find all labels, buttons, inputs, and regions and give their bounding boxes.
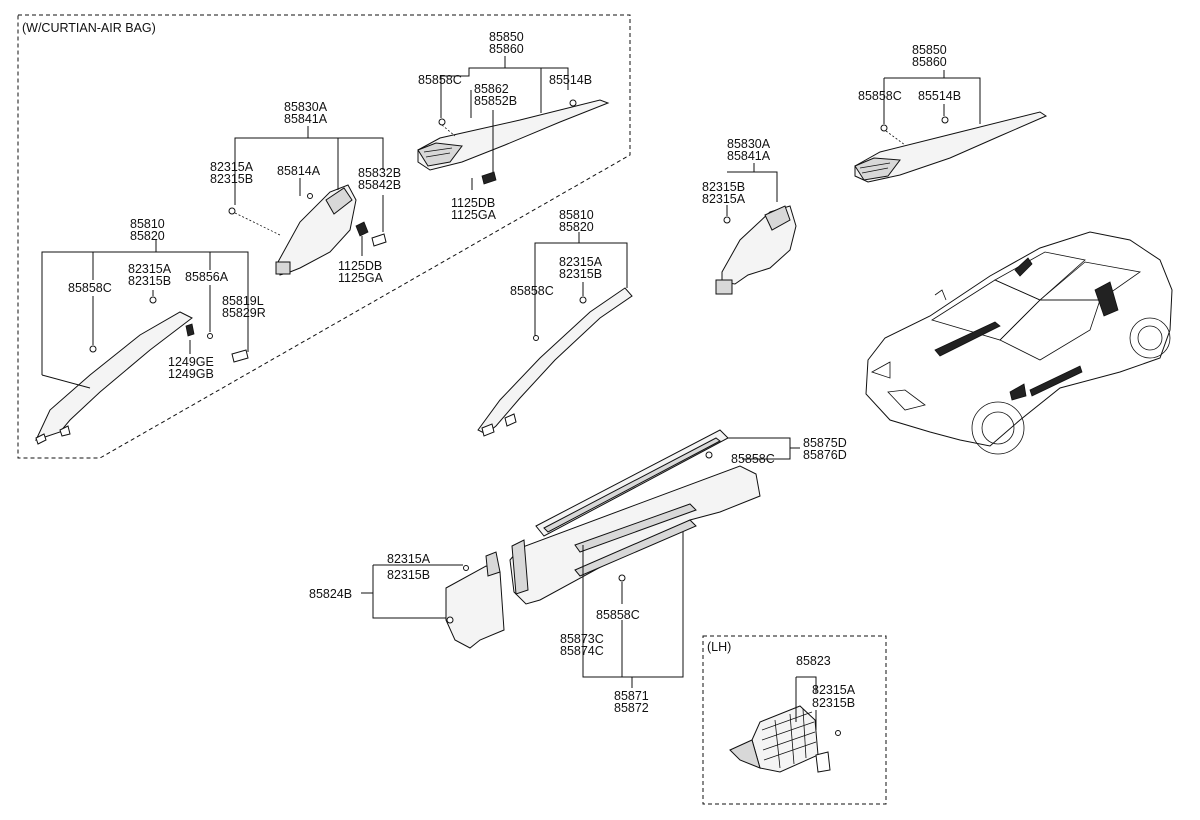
front-pillar-trim-part (35, 311, 193, 441)
label-85858c-g: 85858C (731, 452, 775, 466)
label-85850-85860: 85850 (489, 30, 524, 44)
scuff-plate-end-part (511, 539, 529, 595)
curtain-airbag-frame (17, 14, 631, 459)
label-85829r: 85829R (222, 306, 266, 320)
label-1249gb: 1249GB (168, 367, 214, 381)
part-group-rear-pillar-trim-airbag: 85850 85860 85858C 85862 85852B 85514B 1… (417, 30, 610, 222)
label-82315b-h: 82315B (387, 568, 430, 582)
label-85810-b: 85810 (559, 208, 594, 222)
part-group-kick-panel: 82315A 82315B 85824B (309, 551, 505, 649)
label-85852b: 85852B (474, 94, 517, 108)
part-group-rear-pillar: 85850 85860 85858C 85514B (854, 43, 1048, 183)
clip-1125db-part (481, 171, 497, 185)
part-group-scuff-plates: 85875D 85876D 85858C 85858C 85873C 85874… (509, 429, 847, 715)
label-82315b-e: 82315B (702, 180, 745, 194)
front-pillar-trim-plain-part (477, 287, 633, 435)
vehicle-front-wheel (971, 401, 1025, 455)
vehicle-illustration (865, 231, 1173, 455)
label-82315b-d: 82315B (559, 267, 602, 281)
vehicle-rear-wheel (1129, 317, 1171, 359)
center-pillar-foot-part (275, 261, 291, 275)
label-82315b-b: 82315B (210, 172, 253, 186)
label-85841a-b: 85841A (727, 149, 771, 163)
label-82315b-j: 82315B (812, 696, 855, 710)
label-85514b-f: 85514B (918, 89, 961, 103)
curtain-airbag-frame-label: (W/CURTIAN-AIR BAG) (22, 21, 156, 35)
label-85873c: 85873C (560, 632, 604, 646)
lh-frame-label: (LH) (707, 640, 731, 654)
label-85858c-i: 85858C (596, 608, 640, 622)
center-pillar-grille-part (325, 187, 353, 215)
scuff-plate-lower-part (509, 465, 761, 605)
label-85810-a: 85810 (130, 217, 165, 231)
label-85875d: 85875D (803, 436, 847, 450)
lh-lower-panel-part (751, 705, 819, 773)
lh-frame (702, 635, 887, 805)
label-85850-c: 85850 (912, 43, 947, 57)
label-82315a-j: 82315A (812, 683, 856, 697)
label-85872: 85872 (614, 701, 649, 715)
label-85830a-a: 85830A (284, 100, 328, 114)
label-85876d: 85876D (803, 448, 847, 462)
label-85842b: 85842B (358, 178, 401, 192)
label-1249ge: 1249GE (168, 355, 214, 369)
label-85830a-b: 85830A (727, 137, 771, 151)
kick-panel-part (445, 565, 505, 649)
label-85814a: 85814A (277, 164, 321, 178)
label-82315a-h: 82315A (387, 552, 431, 566)
label-85862: 85862 (474, 82, 509, 96)
label-85824b: 85824B (309, 587, 352, 601)
part-group-front-pillar-airbag: 85810 85820 85858C 82315A 82315B 85856A … (35, 217, 266, 445)
label-85871: 85871 (614, 689, 649, 703)
label-82315b-c: 82315B (128, 274, 171, 288)
label-85823: 85823 (796, 654, 831, 668)
label-85820-b: 85820 (559, 220, 594, 234)
vehicle-body (865, 231, 1173, 447)
label-85820-a: 85820 (130, 229, 165, 243)
part-group-center-pillar: 85830A 85841A 82315B 82315A (702, 137, 797, 295)
label-85841a-a: 85841A (284, 112, 328, 126)
label-82315a-d: 82315A (559, 255, 603, 269)
label-85860-c: 85860 (912, 55, 947, 69)
label-85850-85860-b: 85860 (489, 42, 524, 56)
label-1125ga-b: 1125GA (338, 271, 384, 285)
label-85856a: 85856A (185, 270, 229, 284)
label-82315a-c: 82315A (128, 262, 172, 276)
label-85858c-f: 85858C (858, 89, 902, 103)
label-85858c-c: 85858C (68, 281, 112, 295)
label-85874c: 85874C (560, 644, 604, 658)
label-85514b-a: 85514B (549, 73, 592, 87)
part-group-center-pillar-airbag: 85830A 85841A 82315A 82315B 85814A 85832… (210, 100, 401, 285)
label-85832b: 85832B (358, 166, 401, 180)
part-group-lh-panel: 85823 82315A 82315B (729, 654, 856, 773)
label-1125ga-a: 1125GA (451, 208, 497, 222)
label-1125db-a: 1125DB (451, 196, 495, 210)
label-85858c-a: 85858C (418, 73, 462, 87)
clip-1125db-b-part (355, 221, 369, 237)
label-1125db-b: 1125DB (338, 259, 382, 273)
label-85819l: 85819L (222, 294, 264, 308)
label-85858c-d: 85858C (510, 284, 554, 298)
label-82315a-b: 82315A (210, 160, 254, 174)
part-group-front-pillar: 85810 85820 82315A 82315B 85858C (477, 208, 633, 437)
label-82315a-e: 82315A (702, 192, 746, 206)
